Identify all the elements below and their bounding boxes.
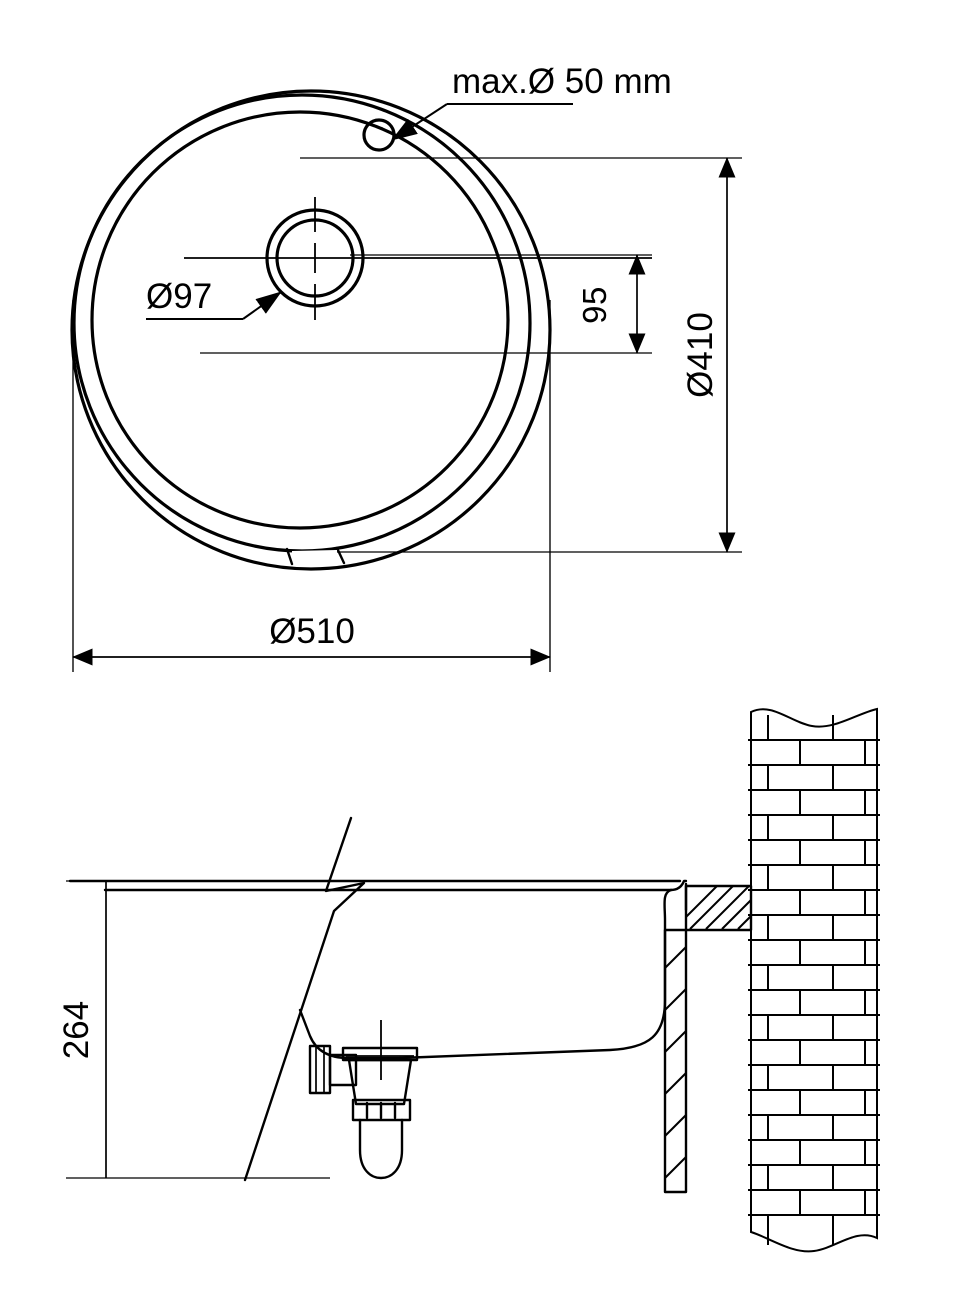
- bowl-diameter-label: Ø410: [681, 312, 720, 398]
- bowl-right-wall: [398, 888, 673, 1060]
- countertop-hatching: [685, 885, 752, 930]
- cabinet-side-panel: [663, 928, 688, 1194]
- dim-510: Ø510: [72, 612, 551, 666]
- countertop-section: [684, 884, 753, 932]
- tap-hole-leader: [391, 103, 573, 141]
- top-view: max.Ø 50 mm Ø97 Ø410 95 Ø510: [70, 62, 742, 672]
- sink-depth-label: 264: [57, 1001, 96, 1059]
- collar-body: [351, 1098, 412, 1122]
- overflow-hex-nut: [308, 1044, 358, 1095]
- waste-body: [347, 1058, 413, 1106]
- dim-ext-lines-horizontal: [200, 157, 742, 553]
- waste-trap-cap: [358, 1118, 404, 1180]
- tap-hole-label: max.Ø 50 mm: [452, 62, 672, 101]
- drain-hole-leader: [146, 291, 282, 320]
- outer-rim-circle: [70, 89, 552, 571]
- cabinet-panel-outline: [663, 928, 688, 1194]
- break-line: [243, 816, 366, 1182]
- waste-strainer-assembly: [308, 1020, 419, 1180]
- waste-collar: [351, 1098, 412, 1122]
- cabinet-panel-hatching: [664, 946, 687, 1179]
- drain-offset-label: 95: [576, 286, 613, 324]
- dim-264: 264: [57, 880, 330, 1179]
- dim-95: 95: [576, 254, 646, 354]
- bowl-circle: [90, 110, 510, 530]
- sink-rim-lip: [669, 879, 688, 892]
- bottom-notch: [285, 546, 346, 566]
- bowl-left-wall: [298, 1008, 350, 1060]
- brick-wall: [748, 707, 880, 1253]
- drain-centerlines: [184, 197, 652, 320]
- outer-diameter-label: Ø510: [269, 612, 355, 651]
- drain-hole-label: Ø97: [146, 277, 212, 316]
- hex-nut-stub: [328, 1053, 358, 1087]
- break-line-path: [243, 816, 366, 1182]
- countertop-outline: [684, 884, 753, 932]
- side-section-view: 264: [57, 707, 880, 1253]
- dim-410: Ø410: [681, 157, 736, 553]
- brick-pattern: [748, 715, 880, 1245]
